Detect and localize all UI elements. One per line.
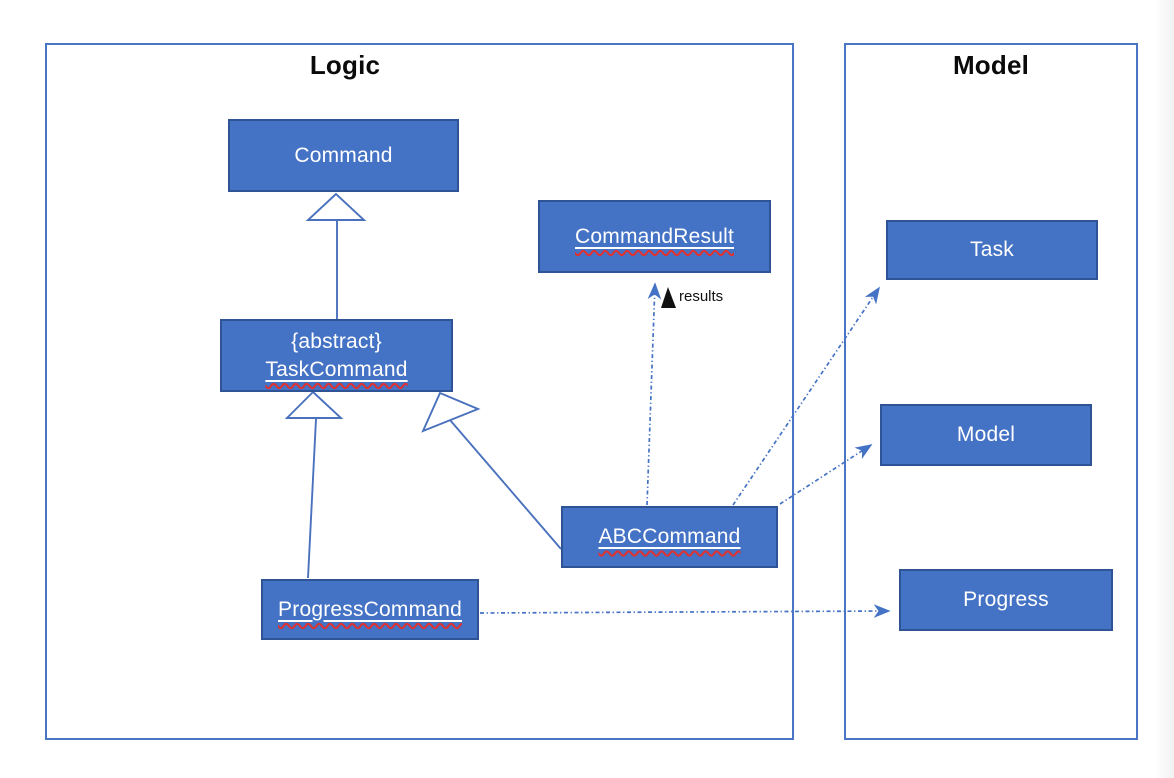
class-box-abccommand-label: ABCCommand xyxy=(598,525,741,548)
class-box-progresscommand: ProgressCommand xyxy=(261,579,479,640)
class-box-model: Model xyxy=(880,404,1092,466)
class-box-model-label: Model xyxy=(956,423,1016,446)
logic-container xyxy=(45,43,794,740)
dependency-arrow-abccommand-model xyxy=(779,444,873,505)
class-box-taskcommand-stereotype: {abstract} xyxy=(291,329,382,353)
class-box-commandresult-label: CommandResult xyxy=(575,224,734,248)
class-box-task-label: Task xyxy=(970,238,1014,261)
logic-title: Logic xyxy=(309,50,381,80)
class-box-abccommand: ABCCommand xyxy=(561,506,778,568)
model-title: Model xyxy=(952,50,1030,80)
class-box-commandresult: CommandResult xyxy=(538,200,771,273)
class-box-taskcommand-label: TaskCommand xyxy=(265,357,408,381)
inheritance-line-abccommand-taskcommand xyxy=(449,419,562,550)
class-box-progresscommand-label: ProgressCommand xyxy=(278,597,462,621)
class-box-command: Command xyxy=(228,119,459,192)
model-container xyxy=(844,43,1138,740)
inheritance-line-progresscommand-taskcommand xyxy=(307,418,317,579)
inheritance-triangle-taskcommand xyxy=(284,390,344,419)
inheritance-triangle-command xyxy=(305,192,367,221)
dependency-arrow-abccommand-task xyxy=(732,286,880,506)
class-box-progress: Progress xyxy=(899,569,1113,631)
results-marker-icon xyxy=(661,287,676,308)
results-label: results xyxy=(679,288,724,305)
class-box-command-label: Command xyxy=(294,143,393,167)
inheritance-triangle-taskcommand-right xyxy=(421,391,481,433)
class-box-progress-label: Progress xyxy=(963,588,1049,611)
screenshot-edge-strip xyxy=(1157,0,1174,778)
class-box-taskcommand: {abstract} TaskCommand xyxy=(220,319,453,392)
class-box-task: Task xyxy=(886,220,1098,280)
